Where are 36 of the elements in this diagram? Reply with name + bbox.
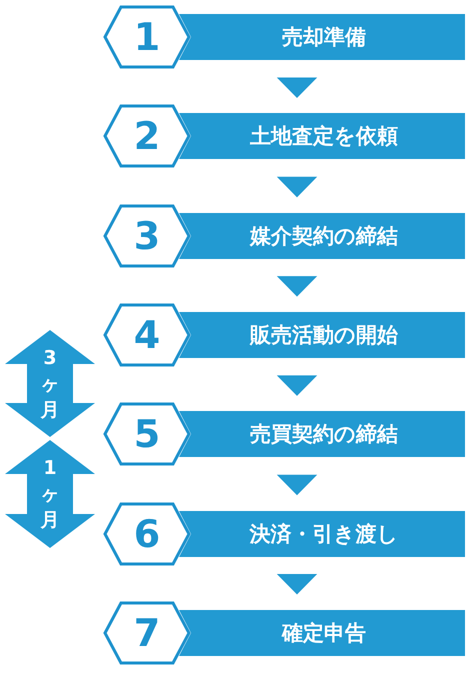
step-bar [179,14,465,60]
step-label: 売買契約の締結 [249,421,399,448]
step-label: 売却準備 [281,24,367,51]
step-bar [179,312,465,358]
step-bar [179,510,465,556]
step-number: 1 [132,15,162,59]
number-hexagon [103,104,191,168]
number-hexagon [103,402,191,466]
down-arrow [276,375,318,396]
duration-label: 1ヶ月 [40,456,60,533]
down-arrow [276,574,318,595]
step-bar [179,113,465,160]
number-hexagon [103,5,191,69]
step-label: 確定申告 [280,620,367,647]
number-hexagon [103,502,191,566]
step-label: 販売活動の開始 [248,322,399,349]
step-number: 6 [132,512,162,556]
step-bar [179,411,465,458]
number-hexagon [103,600,191,665]
step-number: 7 [132,610,162,655]
down-arrow [276,276,318,297]
down-arrow [276,474,318,496]
step-bar [179,212,465,259]
down-arrow [276,176,318,198]
step-label: 土地査定を依頼 [249,123,399,150]
step-number: 3 [132,214,162,258]
number-hexagon [103,302,191,367]
step-number: 2 [132,114,162,158]
number-hexagon [103,204,191,268]
step-bar [179,610,465,656]
step-number: 5 [132,412,162,456]
step-number: 4 [132,312,162,357]
step-label: 媒介契約の締結 [248,222,399,250]
down-arrow [276,78,318,98]
step-label: 決済・引き渡し [248,520,400,548]
duration-label: 3ヶ月 [40,346,60,422]
